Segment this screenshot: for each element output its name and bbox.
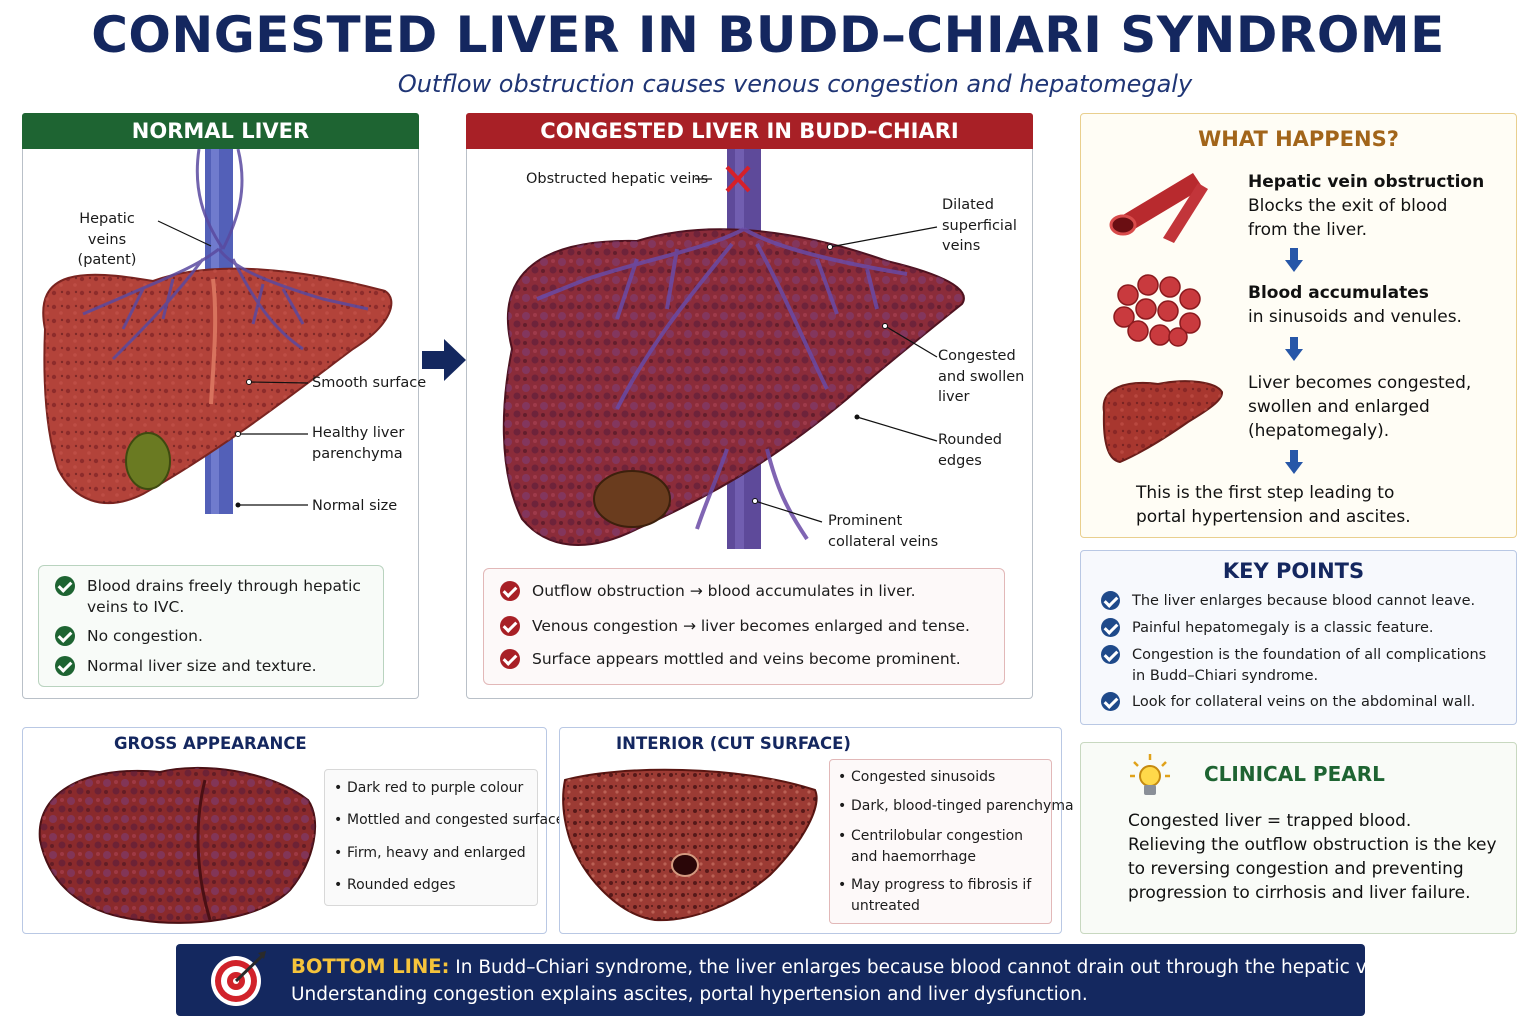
check-icon — [55, 656, 75, 676]
lightbulb-icon — [1130, 754, 1170, 795]
check-icon — [1101, 618, 1120, 637]
key-point-3: Congestion is the foundation of all comp… — [1101, 645, 1486, 687]
key-point-2: Painful hepatomegaly is a classic featur… — [1101, 618, 1434, 639]
key-points-title: KEY POINTS — [1222, 559, 1365, 583]
gross-bullet: Mottled and congested surface — [334, 810, 564, 831]
congested-check-3: Surface appears mottled and veins become… — [500, 649, 961, 670]
label-smooth-surface: Smooth surface — [312, 375, 427, 391]
interior-bullet: Congested sinusoids — [838, 767, 995, 788]
page-subtitle: Outflow obstruction causes venous conges… — [397, 70, 1193, 98]
congested-check-2: Venous congestion → liver becomes enlarg… — [500, 616, 970, 637]
what-happens-step-1: Hepatic vein obstruction Blocks the exit… — [1248, 172, 1485, 240]
check-icon — [1101, 645, 1120, 664]
check-icon — [55, 576, 75, 596]
what-happens-title: WHAT HAPPENS? — [1198, 127, 1399, 151]
down-arrow-icon — [1285, 337, 1303, 361]
gross-liver-photo — [38, 766, 317, 924]
bottom-line-banner — [176, 944, 1365, 1016]
label-hepatic-veins: Hepatic veins(patent) — [77, 211, 137, 268]
clinical-pearl-text: Congested liver = trapped blood. Relievi… — [1128, 811, 1497, 903]
label-normal-size: Normal size — [312, 498, 398, 514]
congested-liver-header: CONGESTED LIVER IN BUDD–CHIARI — [466, 113, 1033, 149]
normal-liver-header: NORMAL LIVER — [22, 113, 419, 149]
blood-cells-icon — [1113, 274, 1201, 347]
normal-liver-illustration — [42, 149, 393, 514]
check-icon — [55, 626, 75, 646]
congested-checklist — [483, 568, 1005, 685]
check-icon — [1101, 591, 1120, 610]
gross-bullet: Firm, heavy and enlarged — [334, 843, 526, 864]
what-happens-footer: This is the first step leading to portal… — [1136, 483, 1411, 527]
bottom-line-text: BOTTOM LINE: In Budd–Chiari syndrome, th… — [291, 955, 1411, 1005]
normal-check-3: Normal liver size and texture. — [55, 656, 317, 677]
gross-bullet: Dark red to purple colour — [334, 778, 523, 799]
bottom-line-label: BOTTOM LINE: — [291, 955, 450, 978]
page-title: CONGESTED LIVER IN BUDD–CHIARI SYNDROME — [91, 6, 1445, 64]
normal-checklist — [38, 565, 384, 687]
what-happens-step-3: Liver becomes congested, swollen and enl… — [1248, 373, 1472, 441]
liver-icon — [1102, 380, 1223, 464]
label-obstructed-veins: Obstructed hepatic veins — [526, 171, 709, 187]
cut-surface-photo — [562, 768, 818, 922]
interior-bullet: Dark, blood-tinged parenchyma — [838, 796, 1074, 817]
key-point-1: The liver enlarges because blood cannot … — [1101, 591, 1475, 612]
gross-appearance-title: GROSS APPEARANCE — [114, 734, 307, 753]
check-icon — [500, 581, 520, 601]
check-icon — [500, 616, 520, 636]
key-points-panel — [1080, 550, 1517, 725]
interior-title: INTERIOR (CUT SURFACE) — [616, 734, 851, 753]
clinical-pearl-title: CLINICAL PEARL — [1204, 762, 1385, 786]
congested-liver-illustration — [502, 149, 965, 549]
down-arrow-icon — [1285, 450, 1303, 474]
down-arrow-icon — [1285, 248, 1303, 272]
check-icon — [1101, 692, 1120, 711]
target-icon — [211, 951, 266, 1006]
check-icon — [500, 649, 520, 669]
congested-check-1: Outflow obstruction → blood accumulates … — [500, 581, 916, 602]
blood-vessel-icon — [1109, 173, 1208, 243]
right-arrow-icon — [422, 339, 466, 381]
key-point-4: Look for collateral veins on the abdomin… — [1101, 692, 1475, 713]
what-happens-step-2: Blood accumulates in sinusoids and venul… — [1248, 283, 1462, 327]
gross-bullet: Rounded edges — [334, 875, 455, 896]
normal-check-2: No congestion. — [55, 626, 203, 647]
